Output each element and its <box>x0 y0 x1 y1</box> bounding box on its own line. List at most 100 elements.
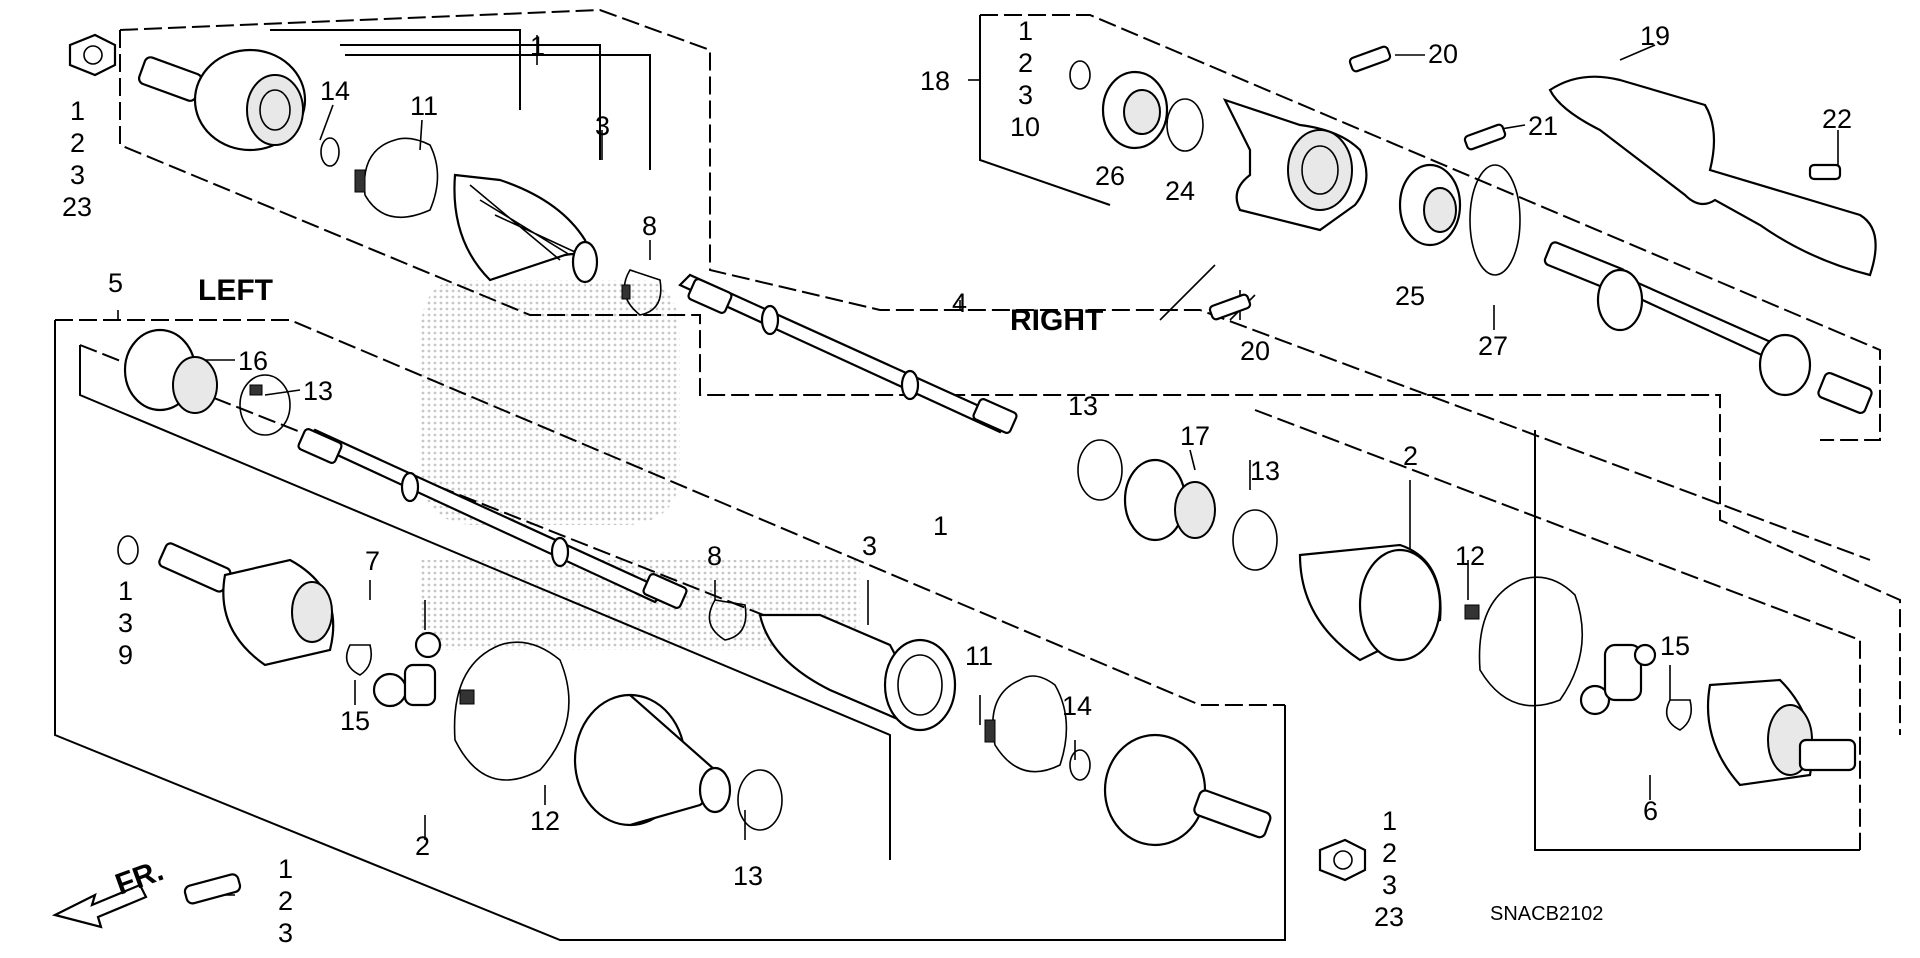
callout-3-mid: 3 <box>862 531 877 561</box>
part-clamp-13-left <box>239 374 291 436</box>
part-boot-mid <box>758 613 957 732</box>
part-clamp-13-right <box>1232 509 1278 571</box>
part-inner-race-17 <box>1123 458 1216 542</box>
part-boot-band-11-top <box>354 137 439 218</box>
callout-grease-1: 1 <box>278 854 293 884</box>
callout-27: 27 <box>1478 331 1508 361</box>
callout-16: 16 <box>238 346 268 376</box>
callout-4: 4 <box>952 288 967 318</box>
callout-2-right: 2 <box>1403 441 1418 471</box>
callout-nut-bottom-1: 1 <box>1382 806 1397 836</box>
part-snap-ring-left <box>117 535 139 565</box>
callout-24: 24 <box>1165 176 1195 206</box>
callout-7: 7 <box>365 546 380 576</box>
callout-18: 18 <box>920 66 950 96</box>
callout-nut-top-2: 2 <box>70 128 85 158</box>
part-flange-nut-top <box>68 33 117 77</box>
callout-14-mid: 14 <box>1062 691 1092 721</box>
part-inner-race-16 <box>123 328 218 414</box>
callout-26: 26 <box>1095 161 1125 191</box>
callout-1-mid: 1 <box>933 511 948 541</box>
callout-5: 5 <box>108 268 123 298</box>
callout-1-3-9-a: 1 <box>118 576 133 606</box>
callout-12-right: 12 <box>1455 541 1485 571</box>
callout-1-3-9-b: 3 <box>118 608 133 638</box>
callout-ring-set-2: 2 <box>1018 48 1033 78</box>
part-flange-nut-bottom <box>1318 838 1367 882</box>
part-clip-15-left <box>345 644 373 676</box>
callout-19: 19 <box>1640 21 1670 51</box>
callout-6: 6 <box>1643 796 1658 826</box>
front-direction-label: FR. <box>111 854 168 902</box>
callout-21: 21 <box>1528 111 1558 141</box>
callout-13-bottom: 13 <box>733 861 763 891</box>
callout-12-bottom: 12 <box>530 806 560 836</box>
part-tripod-right <box>1579 643 1657 716</box>
section-right-label: RIGHT <box>1010 304 1103 337</box>
callout-2-bottom: 2 <box>415 831 430 861</box>
callout-20-bottom: 20 <box>1240 336 1270 366</box>
callout-17: 17 <box>1180 421 1210 451</box>
part-ring-set <box>1069 60 1091 90</box>
part-right-intermediate-shaft <box>678 273 1018 435</box>
callout-8-top: 8 <box>642 211 657 241</box>
part-clamp-13-mid <box>1077 439 1123 501</box>
part-bearing-26 <box>1101 70 1169 150</box>
part-grease-tube <box>183 873 242 905</box>
part-boot-right <box>453 173 599 284</box>
callout-22: 22 <box>1822 104 1852 134</box>
part-bolt-20-bottom <box>1208 293 1252 321</box>
callout-20-top: 20 <box>1428 39 1458 69</box>
callout-ring-set-3: 3 <box>1018 80 1033 110</box>
callout-13-left: 13 <box>303 376 333 406</box>
part-boot-left <box>573 693 732 827</box>
callout-11-mid: 11 <box>965 641 993 671</box>
callout-11-top: 11 <box>410 91 438 121</box>
callout-nut-top-4: 23 <box>62 192 92 222</box>
callout-25: 25 <box>1395 281 1425 311</box>
part-clip-8-top <box>621 269 662 316</box>
callout-nut-bottom-4: 23 <box>1374 902 1404 932</box>
callout-grease-3: 3 <box>278 918 293 948</box>
part-boot-band-12-left <box>453 641 570 781</box>
part-snap-ring-24 <box>1166 98 1204 152</box>
callout-ring-set-4: 10 <box>1010 112 1040 142</box>
callout-13-right: 13 <box>1250 456 1280 486</box>
part-clip-15-right <box>1665 699 1693 731</box>
part-tripod-left <box>372 631 442 708</box>
part-snap-ring-27 <box>1469 164 1521 276</box>
part-snap-ring-14-mid <box>1069 749 1091 781</box>
callout-1-3-9-c: 9 <box>118 640 133 670</box>
part-bolt-22 <box>1808 163 1842 181</box>
part-right-outer-shaft <box>1543 241 1873 415</box>
part-inboard-joint-right <box>1706 678 1857 787</box>
diagram-code: SNACB2102 <box>1490 903 1603 925</box>
part-boot-right-outer <box>1298 543 1442 662</box>
part-left-shaft <box>297 427 688 610</box>
callout-ring-set-1: 1 <box>1018 16 1033 46</box>
part-bearing-support <box>1222 98 1368 232</box>
part-inboard-joint-left <box>158 542 335 667</box>
part-boot-band-11-mid <box>984 675 1068 773</box>
part-bearing-25 <box>1398 163 1462 247</box>
part-bolt-21 <box>1463 123 1507 151</box>
part-outboard-joint-right <box>137 48 307 152</box>
part-snap-ring-14-top <box>320 137 340 167</box>
part-outboard-joint-left <box>1103 733 1272 847</box>
part-clip-8-mid <box>708 599 747 641</box>
callout-nut-bottom-2: 2 <box>1382 838 1397 868</box>
front-arrow <box>51 883 148 929</box>
frames <box>54 8 1901 941</box>
callout-3-top: 3 <box>595 111 610 141</box>
callout-13-mid: 13 <box>1068 391 1098 421</box>
part-bolt-20-top <box>1348 45 1392 73</box>
part-heat-shield-19 <box>1548 75 1877 277</box>
callout-nut-bottom-3: 3 <box>1382 870 1397 900</box>
callout-15-right: 15 <box>1660 631 1690 661</box>
callout-1-top: 1 <box>530 31 545 61</box>
callout-nut-top-1: 1 <box>70 96 85 126</box>
part-clamp-13-bottom <box>737 769 783 831</box>
callout-grease-2: 2 <box>278 886 293 916</box>
callout-nut-top-3: 3 <box>70 160 85 190</box>
